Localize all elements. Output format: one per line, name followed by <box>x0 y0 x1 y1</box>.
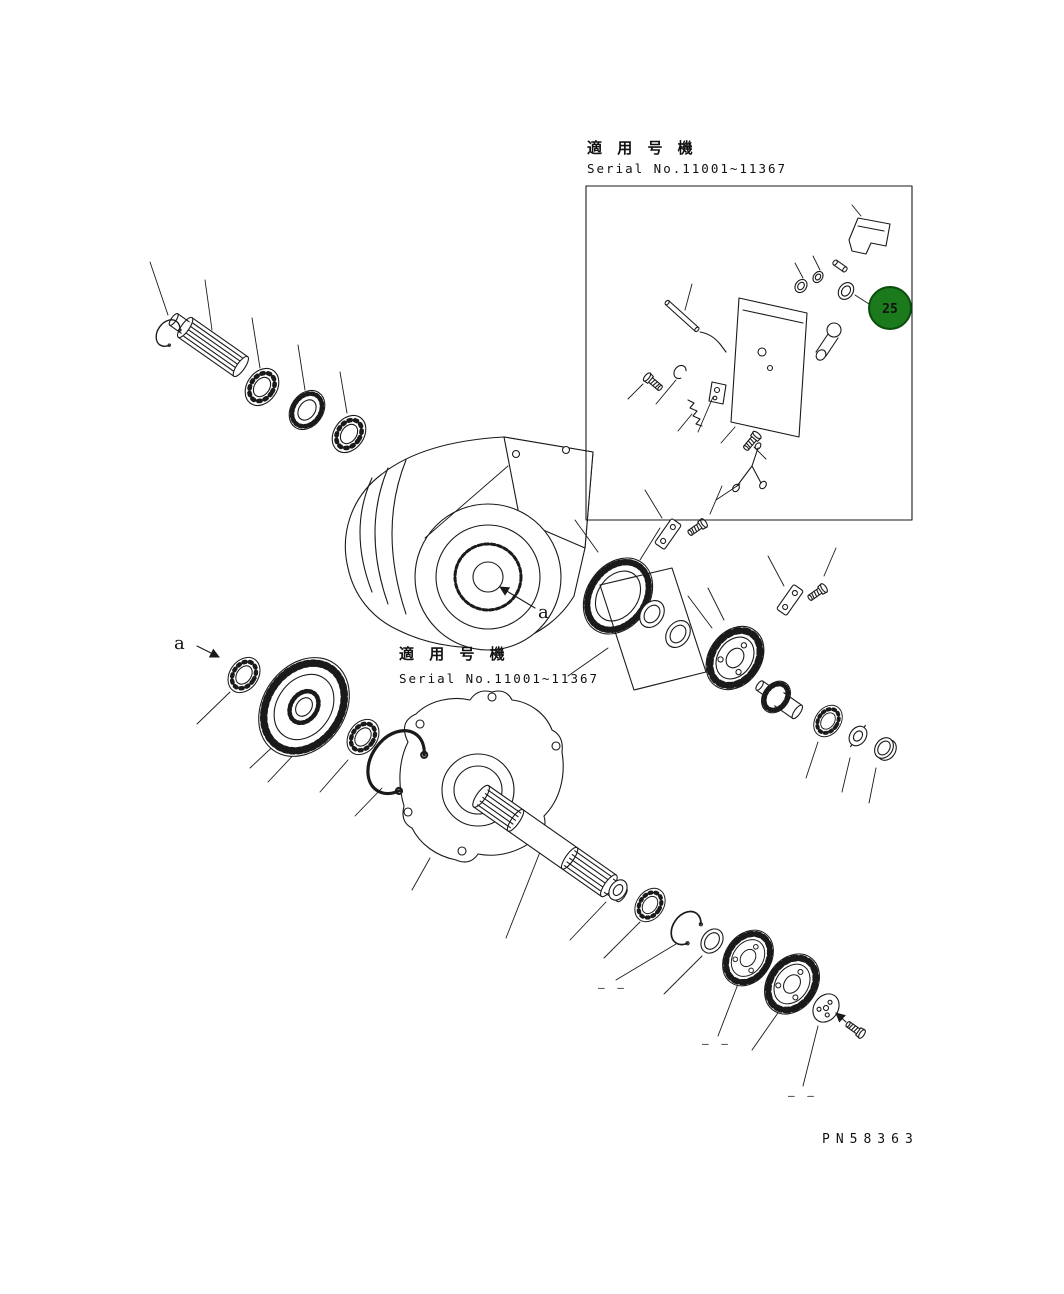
view-label-a-lower: a <box>174 633 185 654</box>
idler-bearing-front <box>221 651 266 698</box>
idler-gear <box>258 657 350 757</box>
output-snap-ring <box>664 904 707 951</box>
detent-washer <box>673 364 687 380</box>
drawing-part-code: PN58363 <box>822 1132 919 1147</box>
part-number-dash-2: – – <box>702 1037 731 1050</box>
rod-link <box>699 331 727 353</box>
seal-kit-box <box>599 567 707 691</box>
shift-fork <box>732 442 767 493</box>
drive-sprocket <box>694 615 776 701</box>
main-applicability-label: 適 用 号 機 <box>399 645 510 663</box>
detent-lever <box>708 381 727 405</box>
view-a-arrow-upper <box>499 586 536 609</box>
detent-bolt <box>641 371 665 394</box>
spacer-ring <box>700 928 724 954</box>
upper-housing <box>344 436 594 651</box>
lever-pin <box>832 259 848 273</box>
plate-bolt-a <box>685 517 710 539</box>
end-plate <box>812 993 840 1023</box>
leader-lines <box>149 204 877 1087</box>
pinion-bearing <box>805 697 851 745</box>
pinion-shaft <box>755 680 804 720</box>
input-shaft <box>168 313 250 378</box>
shaft-nut <box>874 737 897 761</box>
part-number-dash-3: – – <box>788 1089 817 1102</box>
shift-rod <box>664 299 700 333</box>
input-snap-ring <box>150 314 185 351</box>
lever-bushing <box>837 282 855 300</box>
bolt-direction-arrow <box>835 1012 847 1023</box>
shift-knob-lever <box>815 322 842 361</box>
callout-25 <box>868 286 912 330</box>
lever-washer-b <box>812 270 824 284</box>
lever-bracket <box>848 217 891 255</box>
lock-washer <box>848 724 868 748</box>
lock-plate-a <box>653 517 683 551</box>
shift-plate <box>730 297 808 438</box>
end-plate-bolt <box>843 1018 868 1040</box>
plate-bolt-b <box>805 582 830 604</box>
output-bearing <box>629 883 672 928</box>
idler-bearing-rear <box>340 713 385 760</box>
main-serial-range: Serial No.11001~11367 <box>399 671 599 686</box>
inset-applicability-label: 適 用 号 機 <box>587 139 698 157</box>
lever-washer-a <box>794 278 808 294</box>
inset-detail-box <box>585 185 913 521</box>
lock-plate-b <box>775 583 805 617</box>
detent-spring <box>687 399 703 427</box>
labels: 適 用 号 機 Serial No.11001~11367 適 用 号 機 Se… <box>174 139 919 1147</box>
input-bearing-rear <box>325 409 373 459</box>
inset-serial-range: Serial No.11001~11367 <box>587 161 787 176</box>
view-label-a-upper: a <box>538 602 549 623</box>
part-number-dash-1: – – <box>598 981 627 994</box>
ring-gear <box>582 557 654 635</box>
view-a-arrow-lower <box>196 645 220 658</box>
input-bearing-front <box>238 362 286 412</box>
callout-number: 25 <box>882 302 898 317</box>
shaft-washer <box>608 879 628 901</box>
input-coupling-gear <box>288 389 326 431</box>
